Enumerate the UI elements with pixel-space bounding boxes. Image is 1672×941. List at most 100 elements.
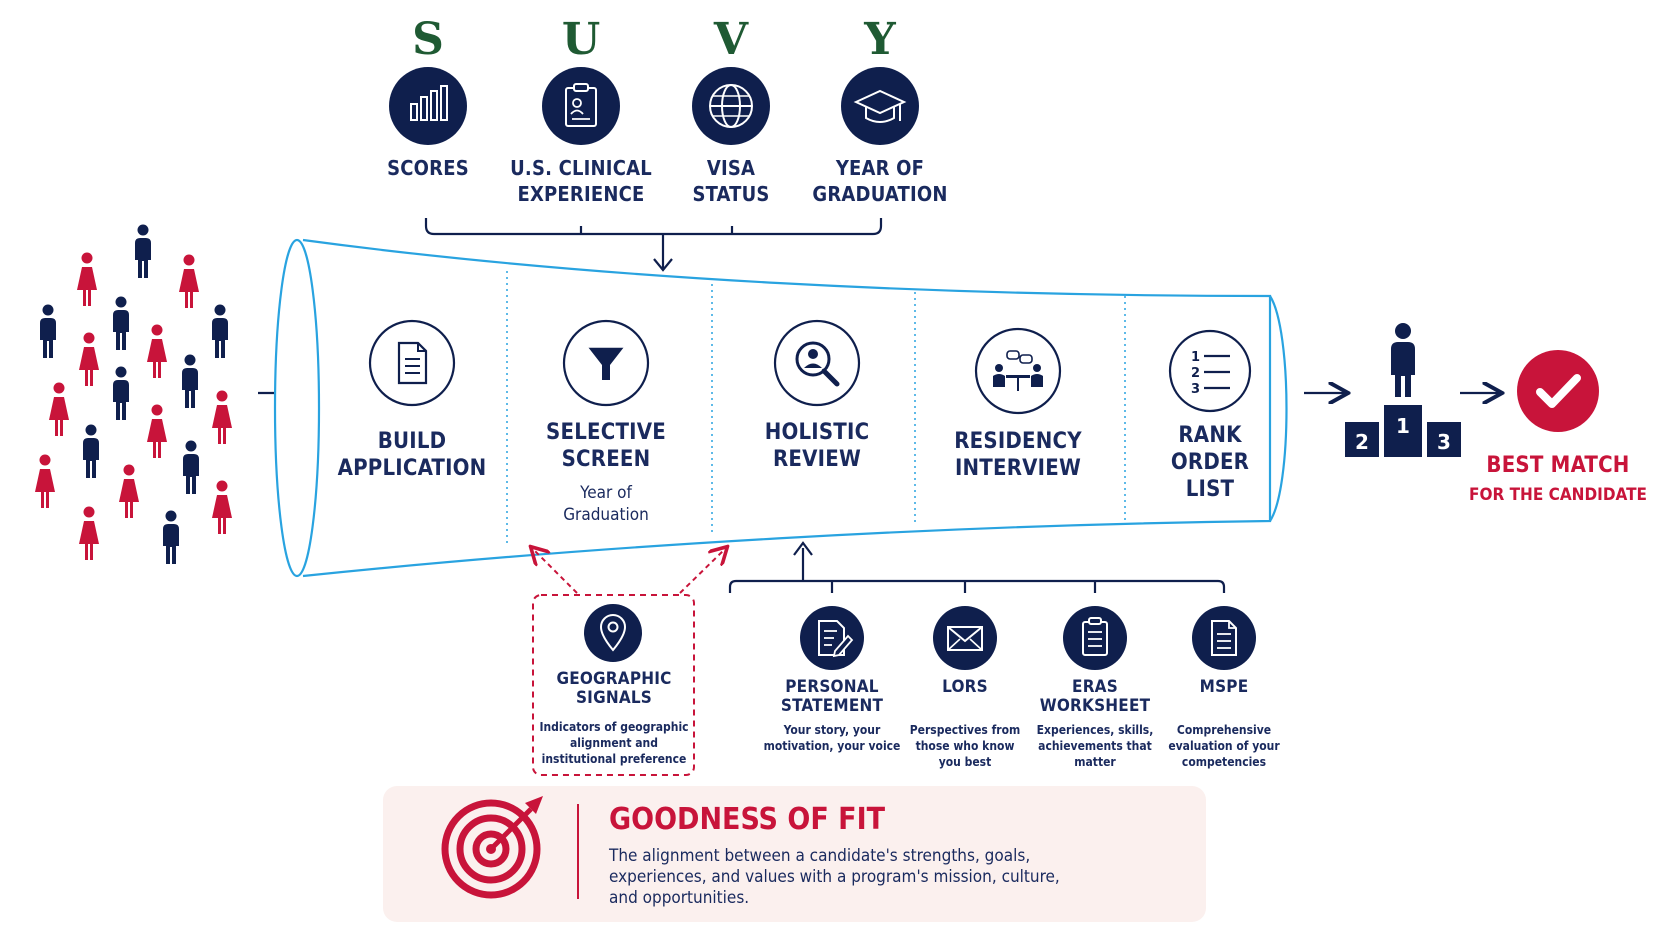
document-icon	[368, 319, 456, 407]
doc-label-line: ERAS	[1072, 677, 1118, 697]
geo-arrow-right	[679, 548, 726, 594]
stage-label-selective: SELECTIVE SCREEN	[546, 419, 666, 473]
doc-label-line: LORS	[942, 677, 988, 697]
criteria-icons	[389, 67, 919, 145]
criteria-label-line: STATUS	[692, 182, 770, 206]
doc-desc-line: those who know	[915, 739, 1015, 753]
person-icon	[79, 506, 99, 560]
doc-desc-mspe: Comprehensive evaluation of your compete…	[1168, 722, 1279, 770]
location-pin-icon	[584, 604, 642, 662]
person-icon	[163, 510, 179, 564]
podium-first	[1384, 405, 1422, 457]
criteria-label-line: U.S. CLINICAL	[510, 156, 652, 180]
doc-desc-personal-statement: Your story, your motivation, your voice	[764, 722, 901, 754]
criteria-label-line: SCORES	[387, 156, 469, 180]
applicant-crowd	[35, 224, 232, 564]
criteria-bracket	[424, 218, 883, 268]
person-icon	[77, 252, 97, 306]
person-icon	[212, 480, 232, 534]
doc-label-eras: ERAS WORKSHEET	[1040, 678, 1150, 716]
clipboard-icon	[542, 67, 620, 145]
doc-desc-line: competencies	[1181, 755, 1267, 769]
doc-desc-line: evaluation of your	[1168, 739, 1280, 753]
stage-label-rank: RANK ORDER LIST	[1171, 422, 1249, 503]
doc-desc-line: Perspectives from	[909, 723, 1021, 737]
doc-label-line: STATEMENT	[780, 696, 884, 716]
bar-chart-icon	[389, 67, 467, 145]
stage-label-line: HOLISTIC	[764, 420, 870, 445]
magnifier-person-icon	[773, 319, 861, 407]
doc-desc-line: Your story, your	[783, 723, 881, 737]
doc-desc-line: Experiences, skills,	[1036, 723, 1154, 737]
funnel-end	[1269, 295, 1288, 522]
svg-text:1: 1	[1191, 350, 1200, 365]
documents-bracket-arrowhead	[793, 541, 813, 556]
svg-text:2: 2	[1191, 366, 1200, 381]
stage-sublabel-line: Year of	[580, 483, 632, 503]
person-icon	[113, 296, 129, 350]
criteria-label-line: GRADUATION	[812, 182, 948, 206]
geographic-label-line: SIGNALS	[575, 688, 653, 708]
criteria-label-scores: SCORES	[387, 155, 469, 181]
person-icon	[49, 382, 69, 436]
doc-desc-line: matter	[1074, 755, 1116, 769]
person-icon	[119, 464, 139, 518]
person-icon	[147, 404, 167, 458]
person-icon	[135, 224, 151, 278]
globe-icon	[692, 67, 770, 145]
stage-label-line: RANK	[1178, 423, 1242, 448]
criteria-letter-y: Y	[864, 14, 896, 65]
criteria-label-line: VISA	[706, 156, 756, 180]
document-icons	[800, 606, 1256, 670]
filter-icon	[562, 319, 650, 407]
criteria-bracket-arrowhead	[653, 258, 673, 272]
podium-third	[1427, 422, 1461, 457]
podium: 2 1 3	[1345, 323, 1461, 457]
checkmark-icon	[1517, 350, 1599, 432]
person-icon	[79, 332, 99, 386]
stage-label-holistic: HOLISTIC REVIEW	[765, 419, 870, 473]
clipboard-list-icon	[1063, 606, 1127, 670]
doc-desc-lors: Perspectives from those who know you bes…	[910, 722, 1021, 770]
geo-arrow-left	[532, 548, 578, 594]
stage-label-line: SCREEN	[561, 447, 651, 472]
best-match-title: BEST MATCH	[1486, 453, 1630, 478]
stage-sublabel-selective: Year of Graduation	[563, 482, 649, 526]
stage-label-line: INTERVIEW	[954, 456, 1082, 481]
geographic-signals-label: GEOGRAPHIC SIGNALS	[556, 670, 671, 708]
doc-label-personal-statement: PERSONAL STATEMENT	[781, 678, 883, 716]
doc-desc-line: Comprehensive	[1176, 723, 1272, 737]
doc-label-line: PERSONAL	[785, 677, 879, 697]
podium-first-label: 1	[1396, 414, 1410, 438]
geographic-label-line: GEOGRAPHIC	[556, 669, 672, 689]
person-icon	[40, 304, 56, 358]
documents-bracket	[728, 548, 1226, 593]
criteria-label-graduation: YEAR OF GRADUATION	[812, 155, 947, 207]
winner-head	[1395, 323, 1411, 339]
criteria-label-line: YEAR OF	[835, 156, 925, 180]
svg-text:3: 3	[1191, 382, 1200, 397]
doc-label-line: WORKSHEET	[1039, 696, 1151, 716]
criteria-letter-u: U	[561, 14, 601, 65]
doc-desc-line: motivation, your voice	[763, 739, 901, 753]
funnel-mouth	[273, 238, 321, 578]
funnel	[273, 238, 1288, 578]
criteria-label-clinical: U.S. CLINICAL EXPERIENCE	[510, 155, 652, 207]
criteria-label-line: EXPERIENCE	[517, 182, 645, 206]
person-icon	[147, 324, 167, 378]
doc-desc-eras: Experiences, skills, achievements that m…	[1037, 722, 1154, 770]
person-icon	[183, 440, 199, 494]
geographic-desc-line: alignment and	[570, 736, 658, 750]
criteria-letter-s: S	[412, 14, 444, 65]
stage-label-line: SELECTIVE	[546, 420, 666, 445]
geographic-signals-box	[532, 594, 695, 776]
stage-label-line: ORDER	[1170, 450, 1250, 475]
podium-second	[1345, 422, 1379, 457]
doc-label-mspe: MSPE	[1200, 678, 1249, 697]
best-match-subtitle: FOR THE CANDIDATE	[1469, 485, 1647, 505]
geographic-desc-line: Indicators of geographic	[539, 720, 689, 734]
person-icon	[182, 354, 198, 408]
stage-label-line: REVIEW	[772, 447, 862, 472]
person-icon	[113, 366, 129, 420]
stage-label-line: RESIDENCY	[954, 429, 1082, 454]
